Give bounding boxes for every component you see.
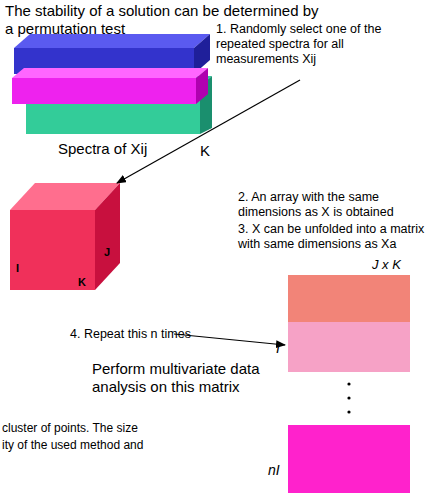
axis-label: K: [200, 142, 214, 160]
step-note: 1. Randomly select one of the repeated s…: [216, 22, 384, 67]
dimension-label: J: [104, 246, 114, 259]
step-note: 2. An array with the same dimensions as …: [238, 190, 428, 220]
data-cube: [10, 183, 120, 290]
dimension-label: K: [78, 276, 90, 289]
leader-arrow: [117, 80, 300, 183]
spectra-slab: [12, 68, 208, 104]
step-note: 3. X can be unfolded into a matrix with …: [238, 222, 428, 252]
dimension-label: nI: [268, 462, 286, 479]
unfolded-matrix: [288, 275, 410, 493]
axis-label: Spectra of Xij: [58, 140, 188, 158]
note-text: cluster of points. The size: [2, 421, 202, 435]
dimension-label: J x K: [372, 257, 432, 273]
step-note: 4. Repeat this n times: [70, 327, 220, 342]
step-note: Perform multivariate data analysis on th…: [92, 360, 260, 396]
dimension-label: I: [16, 262, 26, 275]
note-text: ity of the used method and: [2, 438, 202, 452]
dimension-label: I: [276, 340, 286, 357]
